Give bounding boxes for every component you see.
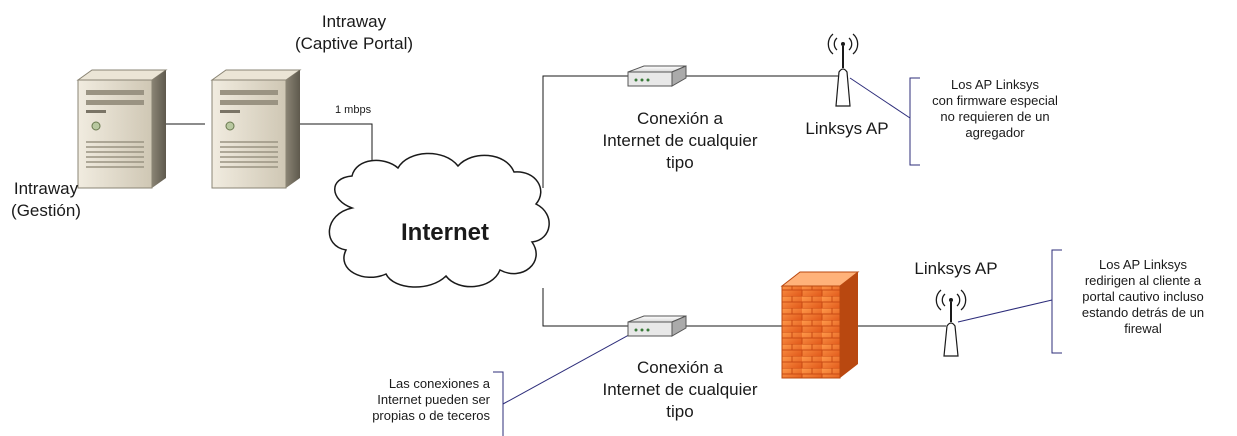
- captive-portal-server-label: Intraway (Captive Portal): [294, 12, 414, 53]
- callout-line-bottom: [957, 299, 1053, 323]
- access-point-top-label: Linksys AP: [805, 119, 889, 138]
- modem-bottom-label: Conexión a Internet de cualquier tipo: [602, 358, 758, 421]
- gestion-server-label: Intraway (Gestión): [11, 179, 81, 220]
- captive-portal-server-icon: [210, 69, 302, 189]
- note-left: Las conexiones a Internet pueden ser pro…: [372, 376, 490, 423]
- link-internet-modem-bottom: [542, 288, 628, 327]
- access-point-top-icon: [827, 33, 859, 107]
- modem-top-label: Conexión a Internet de cualquier tipo: [602, 109, 758, 172]
- internet-cloud-icon: [328, 152, 550, 288]
- callout-line-top: [849, 77, 911, 119]
- modem-bottom-icon: [627, 315, 687, 337]
- callout-line-left: [502, 329, 639, 405]
- access-point-bottom-label: Linksys AP: [914, 259, 998, 278]
- note-top: Los AP Linksys con firmware especial no …: [932, 77, 1058, 140]
- callout-bracket-bottom: [1051, 249, 1062, 354]
- gestion-server-icon: [76, 69, 168, 189]
- connection-lines: [163, 75, 946, 327]
- callout-lines: [493, 77, 1062, 436]
- access-point-bottom-icon: [935, 289, 967, 357]
- link-internet-modem-top: [542, 75, 628, 188]
- modem-top-icon: [627, 65, 687, 87]
- note-bottom: Los AP Linksys redirigen al cliente a po…: [1081, 257, 1205, 336]
- internet-label: Internet: [400, 219, 489, 246]
- callout-bracket-top: [909, 77, 920, 166]
- link-speed-label: 1 mbps: [334, 104, 373, 117]
- firewall-icon: [780, 271, 860, 379]
- callout-bracket-left: [493, 371, 504, 436]
